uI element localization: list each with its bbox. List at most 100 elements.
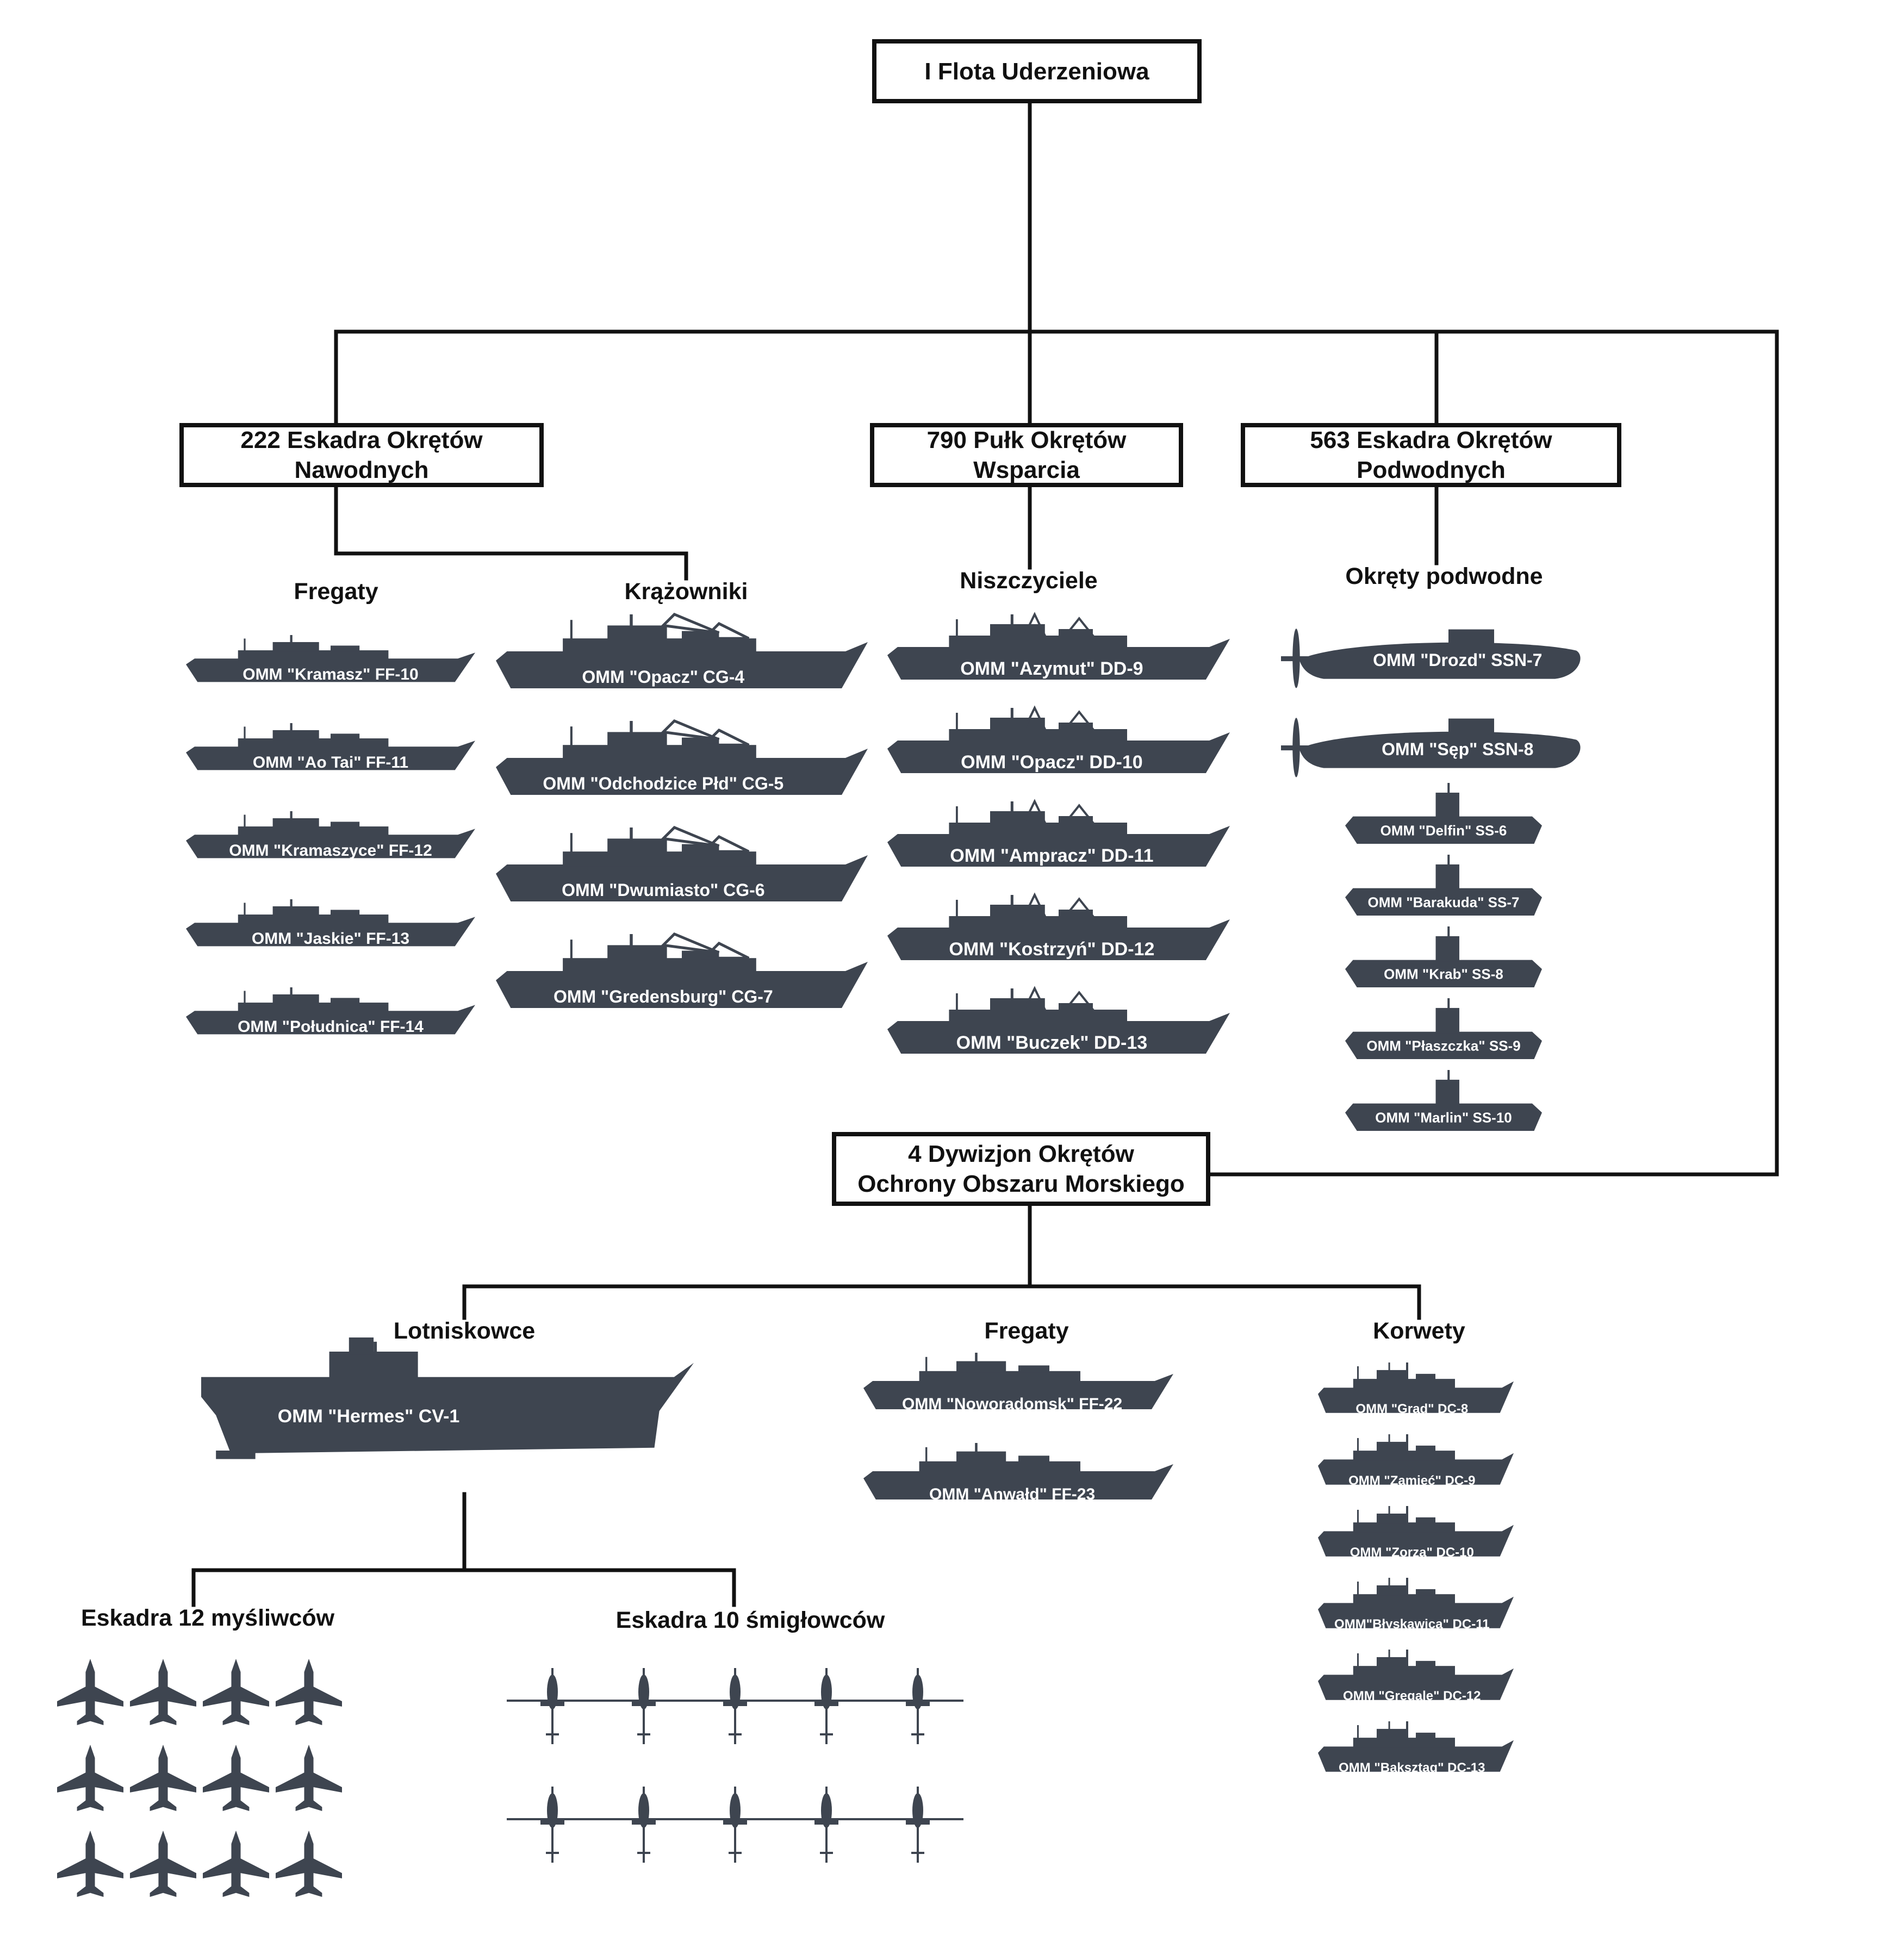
nuclear-submarine-label: OMM "Drozd" SSN-7 (1373, 650, 1542, 670)
connector-lines (191, 101, 1779, 1607)
nuclear-submarine-silhouette (1281, 629, 1581, 688)
category-fighters: Eskadra 12 myśliwców (80, 1605, 335, 1631)
category-destroyers: Niszczyciele (960, 568, 1098, 594)
fighter-jet-icon (130, 1831, 196, 1897)
helicopter-icon (872, 1668, 963, 1744)
helicopter-icon (507, 1668, 598, 1744)
cruiser-label: OMM "Gredensburg" CG-7 (554, 987, 773, 1006)
fighter-jet-icon (276, 1659, 342, 1725)
cruiser-label: OMM "Opacz" CG-4 (582, 667, 744, 687)
corvette-silhouette (1318, 1721, 1514, 1772)
fighter-jet-icon (130, 1745, 196, 1811)
cruiser-silhouette (496, 932, 868, 1008)
category-helicopters: Eskadra 10 śmigłowców (615, 1607, 885, 1633)
destroyer-label: OMM "Ampracz" DD-11 (950, 845, 1153, 866)
unit-submarine-label: 563 Eskadra Okrętów Podwodnych (1310, 427, 1552, 483)
corvette-silhouette (1318, 1650, 1514, 1700)
destroyer-label: OMM "Buczek" DD-13 (956, 1032, 1148, 1053)
helicopter-icon (598, 1787, 689, 1863)
corvette-label: OMM "Zamieć" DC-9 (1348, 1473, 1475, 1488)
category-corvettes: Korwety (1373, 1318, 1465, 1344)
submarine-label: OMM "Krab" SS-8 (1384, 966, 1503, 982)
frigate-silhouette (186, 899, 475, 947)
submarine-silhouette (1345, 855, 1542, 916)
corvette-silhouette (1318, 1578, 1514, 1628)
carrier-label: OMM "Hermes" CV-1 (278, 1406, 460, 1427)
destroyer-label: OMM "Opacz" DD-10 (961, 752, 1143, 773)
corvette-silhouette (1318, 1362, 1514, 1413)
cruiser-silhouette (496, 826, 868, 901)
category-cruisers: Krążowniki (624, 578, 748, 605)
fighter-jet-icon (57, 1659, 123, 1725)
root-title: I Flota Uderzeniowa (924, 58, 1149, 85)
fighter-jet-icon (57, 1745, 123, 1811)
fighter-jet-icon (130, 1659, 196, 1725)
frigate-silhouette (863, 1443, 1173, 1499)
frigate-silhouette (186, 635, 475, 682)
helicopter-icon (872, 1787, 963, 1863)
submarine-label: OMM "Płaszczka" SS-9 (1366, 1037, 1520, 1054)
submarine-silhouette (1345, 998, 1542, 1059)
corvette-label: OMM "Zorza" DC-10 (1350, 1545, 1474, 1560)
fighter-jet-icon (203, 1831, 269, 1897)
frigate-silhouette (186, 723, 475, 770)
unit-surface-squadron: 222 Eskadra Okrętów Nawodnych (179, 423, 544, 487)
frigate-label: OMM "Anwałd" FF-23 (929, 1485, 1095, 1503)
frigate-silhouette (863, 1353, 1173, 1409)
unit-surface-label: 222 Eskadra Okrętów Nawodnych (240, 427, 483, 483)
frigate-label: OMM "Południca" FF-14 (238, 1018, 424, 1036)
submarine-silhouette (1345, 1070, 1542, 1131)
cruiser-label: OMM "Dwumiasto" CG-6 (562, 880, 764, 900)
frigate-silhouette (186, 811, 475, 858)
nuclear-submarine-label: OMM "Sęp" SSN-8 (1382, 739, 1533, 759)
cruiser-label: OMM "Odchodzice Płd" CG-5 (543, 774, 783, 793)
corvette-label: OMM "Gregale" DC-12 (1343, 1689, 1481, 1703)
category-frigates: Fregaty (294, 578, 378, 605)
frigate-silhouette (186, 987, 475, 1035)
unit-support-label: 790 Pułk Okrętów Wsparcia (926, 427, 1127, 483)
corvette-label: OMM"Błyskawica" DC-11 (1334, 1617, 1490, 1632)
fighter-jet-icon (203, 1659, 269, 1725)
submarine-label: OMM "Delfin" SS-6 (1380, 822, 1507, 838)
unit-coastal-division: 4 Dywizjon Okrętów Ochrony Obszaru Morsk… (832, 1132, 1210, 1206)
corvette-silhouette (1318, 1506, 1514, 1557)
helicopter-icon (598, 1668, 689, 1744)
frigate-label: OMM "Kramasz" FF-10 (242, 665, 419, 683)
destroyer-label: OMM "Azymut" DD-9 (960, 658, 1143, 679)
nuclear-submarine-silhouette (1281, 718, 1581, 777)
submarine-label: OMM "Marlin" SS-10 (1375, 1109, 1512, 1125)
cruiser-silhouette (496, 719, 868, 795)
destroyer-silhouette (887, 892, 1230, 960)
fighter-jet-icon (276, 1745, 342, 1811)
unit-support-regiment: 790 Pułk Okrętów Wsparcia (870, 423, 1183, 487)
unit-coastal-label: 4 Dywizjon Okrętów Ochrony Obszaru Morsk… (857, 1141, 1185, 1197)
destroyer-silhouette (887, 705, 1230, 773)
corvette-silhouette (1318, 1434, 1514, 1485)
cruiser-silhouette (496, 613, 868, 688)
destroyer-silhouette (887, 612, 1230, 680)
carrier-silhouette (201, 1337, 694, 1459)
corvette-label: OMM "Baksztag" DC-13 (1339, 1760, 1485, 1775)
fighter-jet-icon (203, 1745, 269, 1811)
helicopter-icon (689, 1787, 781, 1863)
destroyer-silhouette (887, 799, 1230, 867)
category-frigates-2: Fregaty (984, 1318, 1069, 1344)
category-submarines: Okręty podwodne (1345, 563, 1543, 589)
fighter-jet-icon (57, 1831, 123, 1897)
frigate-label: OMM "Ao Tai" FF-11 (253, 754, 408, 771)
submarine-label: OMM "Barakuda" SS-7 (1368, 894, 1520, 910)
helicopter-icon (781, 1668, 872, 1744)
destroyer-label: OMM "Kostrzyń" DD-12 (949, 939, 1154, 960)
frigate-label: OMM "Noworadomsk" FF-22 (902, 1395, 1122, 1413)
helicopter-icon (507, 1787, 598, 1863)
submarine-silhouette (1345, 783, 1542, 844)
helicopter-icon (781, 1787, 872, 1863)
root-node: I Flota Uderzeniowa (872, 39, 1202, 103)
corvette-label: OMM "Grad" DC-8 (1355, 1402, 1468, 1416)
fighter-jet-icon (276, 1831, 342, 1897)
submarine-silhouette (1345, 926, 1542, 987)
frigate-label: OMM "Jaskie" FF-13 (252, 930, 409, 948)
